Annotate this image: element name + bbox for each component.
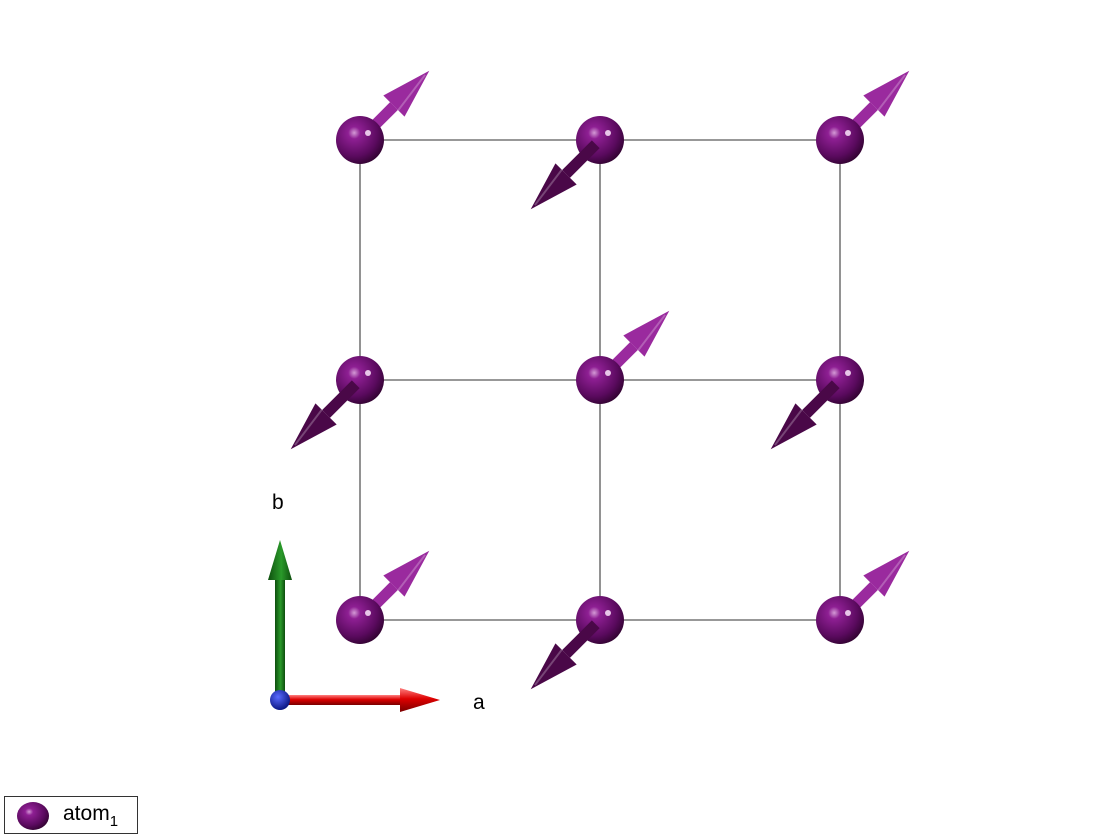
atom-highlight: [845, 130, 851, 136]
atom-highlight: [605, 610, 611, 616]
magnetic-moment-arrow: [770, 380, 840, 450]
legend-label: atom1: [63, 802, 118, 830]
atom-sphere: [576, 356, 624, 404]
b-axis-label: b: [272, 491, 284, 514]
a-axis-arrow: [280, 688, 440, 712]
magnetic-moment-arrow: [530, 620, 600, 690]
legend-species: atom: [63, 802, 110, 825]
c-axis-origin-marker: [270, 690, 290, 710]
legend: atom1: [4, 796, 138, 834]
atom-highlight: [365, 370, 371, 376]
atom-highlight: [365, 130, 371, 136]
atom-sphere: [816, 596, 864, 644]
magnetic-moment-arrow: [530, 140, 600, 210]
atom-legend-icon: [17, 802, 49, 830]
atom-highlight: [365, 610, 371, 616]
atom-highlight: [605, 130, 611, 136]
atom-sphere: [336, 596, 384, 644]
magnetic-moment-arrow: [290, 380, 360, 450]
atom-highlight: [845, 370, 851, 376]
b-axis-arrow: [268, 540, 292, 700]
atom-highlight: [605, 370, 611, 376]
a-axis-label: a: [473, 691, 485, 714]
magnetic-moments-front: [290, 140, 840, 690]
atom-sphere: [816, 116, 864, 164]
atom-sphere: [336, 116, 384, 164]
atom-highlight: [845, 610, 851, 616]
axis-indicator: a b: [268, 491, 485, 714]
legend-index: 1: [109, 813, 119, 830]
